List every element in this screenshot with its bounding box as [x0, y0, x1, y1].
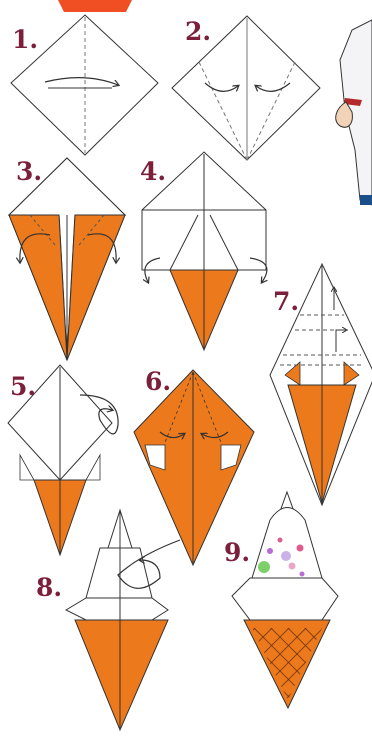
step-1-label: 1.	[12, 25, 38, 54]
step-9-label: 9.	[224, 538, 250, 567]
step-6-label: 6.	[145, 367, 171, 396]
step-8-label: 8.	[36, 573, 62, 602]
step-4-label: 4.	[140, 157, 166, 186]
step-6-diagram	[134, 370, 254, 565]
step-7-label: 7.	[273, 287, 299, 316]
step-5-label: 5.	[10, 372, 36, 401]
step-2-label: 2.	[185, 17, 211, 46]
step-3-diagram	[9, 158, 125, 360]
person-cartoon-icon	[336, 20, 372, 205]
step-8-diagram	[66, 510, 180, 730]
step-9-diagram	[232, 492, 338, 708]
step-3-label: 3.	[16, 157, 42, 186]
title-banner	[58, 0, 132, 12]
